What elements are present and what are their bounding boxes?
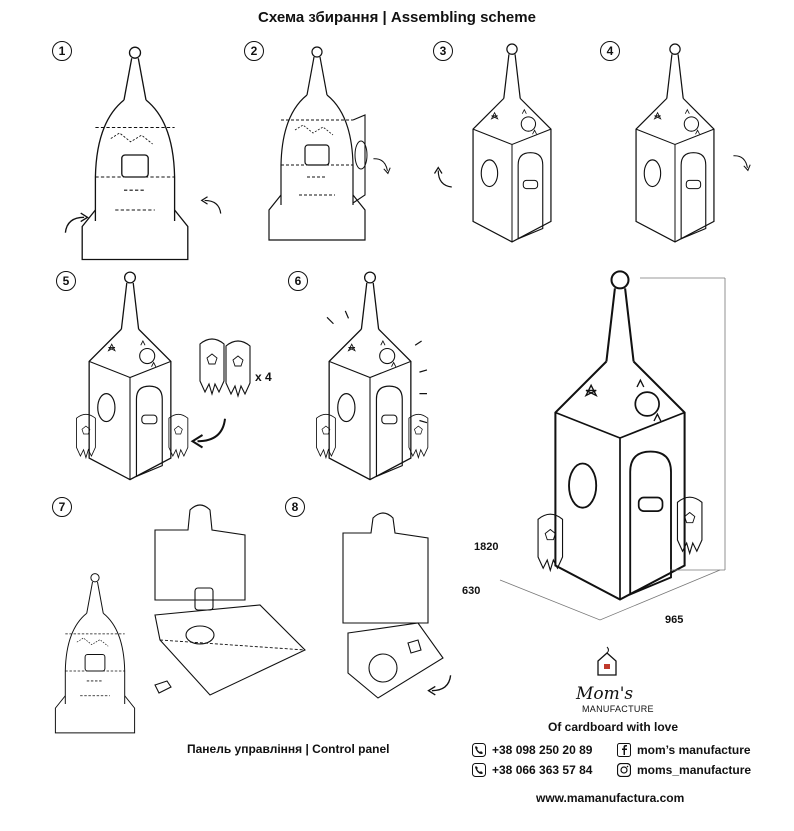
dimension-depth: 630 (462, 585, 481, 597)
phone-number-2: +38 066 363 57 84 (492, 763, 593, 777)
phone-icon (472, 763, 486, 777)
brand-logo-subtitle: MANUFACTURE (582, 704, 654, 714)
rotate-arrow-icon (728, 148, 754, 182)
control-panel-caption: Панель управління | Control panel (187, 742, 390, 756)
rotate-arrow-icon (62, 212, 96, 238)
step-number-3: 3 (433, 41, 453, 61)
phone-icon (472, 743, 486, 757)
booster-fin-part (223, 338, 253, 398)
website-link[interactable]: www.mamanufactura.com (536, 791, 685, 805)
dimension-height: 1820 (474, 541, 499, 553)
instagram-contact[interactable]: moms_manufacture (617, 763, 751, 777)
brand-logo-text: Mom's (576, 684, 634, 704)
step-6-illustration (315, 270, 429, 485)
phone-number-1: +38 098 250 20 89 (492, 743, 593, 757)
instagram-handle: moms_manufacture (637, 763, 752, 777)
quantity-label: x 4 (255, 370, 272, 384)
control-panel-parts (150, 500, 310, 715)
step-1-illustration (80, 45, 190, 265)
facebook-icon (617, 743, 631, 757)
dimension-width: 965 (665, 614, 684, 626)
rotate-arrow-icon (430, 155, 460, 195)
instagram-icon (617, 763, 631, 777)
phone-contact-2[interactable]: +38 066 363 57 84 (472, 763, 592, 777)
step-number-5: 5 (56, 271, 76, 291)
house-logo-icon (596, 645, 618, 677)
brand-tagline: Of cardboard with love (548, 720, 679, 734)
step-5-illustration (75, 270, 189, 485)
step-4-illustration (615, 42, 735, 247)
step-number-1: 1 (52, 41, 72, 61)
step-number-7: 7 (52, 497, 72, 517)
rotate-arrow-icon (180, 410, 230, 450)
step-7-illustration (40, 572, 150, 737)
rotate-arrow-icon (368, 150, 394, 186)
page-title: Схема збирання | Assembling scheme (258, 9, 536, 26)
phone-contact-1[interactable]: +38 098 250 20 89 (472, 743, 592, 757)
step-number-6: 6 (288, 271, 308, 291)
rotate-arrow-icon (420, 668, 454, 698)
step-2-illustration (262, 45, 372, 245)
step-8-illustration (338, 508, 458, 708)
step-number-2: 2 (244, 41, 264, 61)
rotate-arrow-icon (194, 196, 224, 218)
step-number-4: 4 (600, 41, 620, 61)
facebook-handle: mom’s manufacture (637, 743, 751, 757)
step-3-illustration (452, 42, 572, 247)
step-number-8: 8 (285, 497, 305, 517)
dimension-lines (500, 270, 740, 640)
facebook-contact[interactable]: mom’s manufacture (617, 743, 751, 757)
